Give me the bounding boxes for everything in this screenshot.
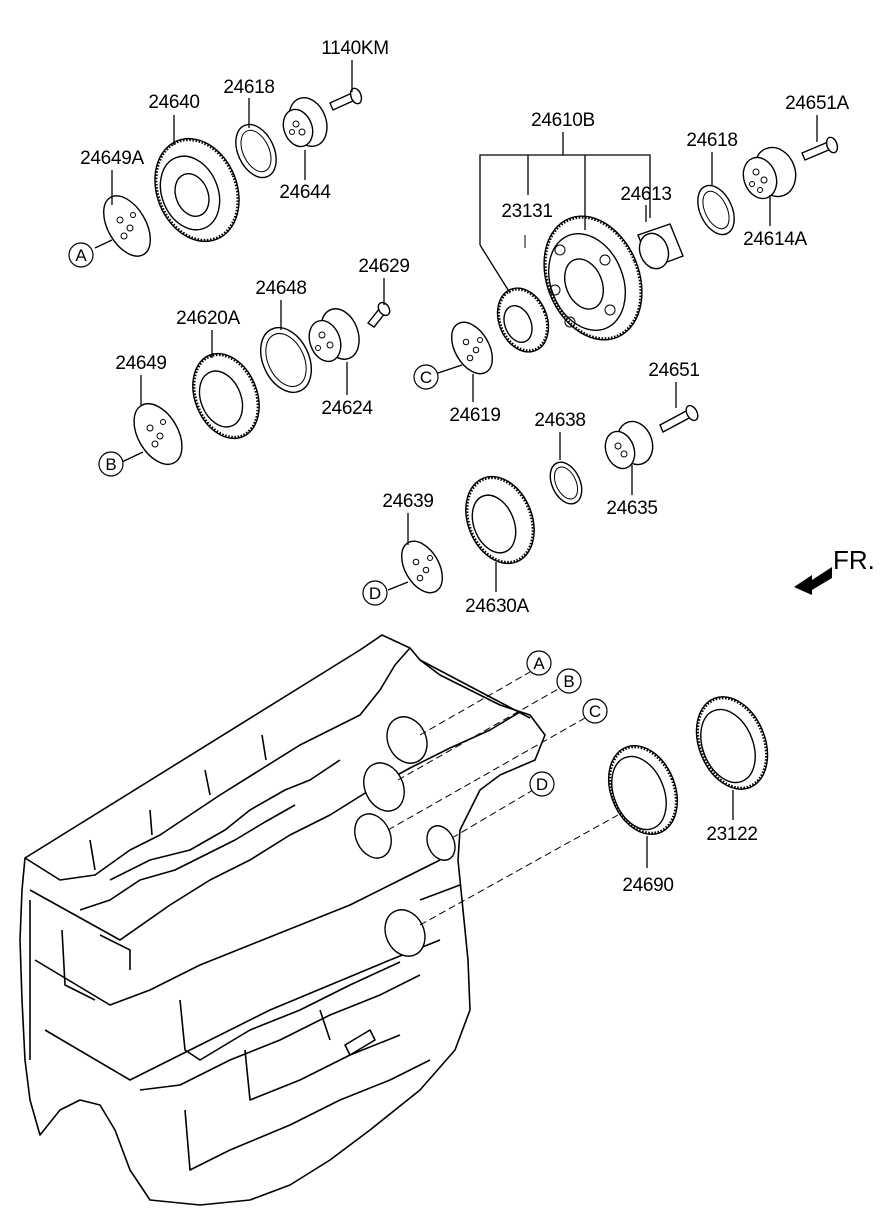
gear-24610B: [543, 215, 643, 341]
ring-gear-24690: [607, 744, 679, 836]
svg-text:C: C: [589, 702, 601, 721]
gear-23131: [496, 235, 550, 353]
label-24629: 24629: [358, 256, 409, 277]
block-openings: [354, 716, 456, 957]
bolt-24651: [659, 404, 699, 433]
label-24638: 24638: [534, 410, 585, 431]
hub-24635: [604, 420, 654, 470]
label-24620A: 24620A: [176, 308, 240, 329]
gear-24620A: [192, 352, 260, 440]
hub-24624: [308, 308, 360, 363]
label-24648: 24648: [255, 278, 306, 299]
label-24649: 24649: [115, 353, 166, 374]
bolt-24629: [366, 301, 391, 328]
svg-text:A: A: [533, 654, 545, 673]
label-24651A: 24651A: [785, 93, 849, 114]
hub-24644: [282, 97, 328, 148]
ref-circle-B-block: B: [556, 668, 582, 694]
svg-text:C: C: [420, 368, 432, 387]
label-24635: 24635: [606, 498, 657, 519]
ring-24618-top: [235, 123, 277, 179]
label-24618-right: 24618: [686, 130, 737, 151]
label-23131: 23131: [501, 201, 552, 222]
label-24644: 24644: [279, 182, 331, 203]
plate-24619: [450, 321, 494, 375]
plate-24649A: [102, 195, 152, 257]
ring-gear-23122: [695, 696, 769, 790]
ref-circle-B-left: B: [98, 451, 124, 477]
ref-circle-C-block: C: [582, 698, 608, 724]
label-24624: 24624: [321, 398, 373, 419]
label-24651: 24651: [648, 360, 699, 381]
ring-24638: [549, 461, 583, 505]
arrow-icon: [794, 567, 832, 595]
svg-text:A: A: [75, 246, 87, 265]
label-24618-top: 24618: [223, 77, 274, 98]
ref-circle-A-block: A: [526, 650, 552, 676]
svg-text:D: D: [369, 584, 381, 603]
front-label: FR.: [833, 545, 875, 575]
svg-text:D: D: [536, 775, 548, 794]
label-24630A: 24630A: [465, 596, 529, 617]
ring-24618-right: [697, 184, 735, 236]
front-direction-indicator: FR.: [794, 545, 875, 595]
svg-text:B: B: [105, 455, 116, 474]
bolt-24651A: [801, 136, 839, 161]
engine-block: [19, 634, 546, 1206]
dashed-leaders: [387, 671, 619, 926]
leader-lines: [94, 60, 818, 868]
plate-24639: [400, 540, 444, 594]
label-24613: 24613: [620, 184, 671, 205]
label-24649A: 24649A: [80, 148, 144, 169]
label-24614A: 24614A: [743, 229, 807, 250]
label-23122: 23122: [706, 824, 757, 845]
bushing-24613: [637, 223, 684, 270]
label-24640: 24640: [148, 92, 199, 113]
label-24690: 24690: [622, 875, 673, 896]
ref-circle-C-mid: C: [413, 364, 439, 390]
label-24619: 24619: [449, 405, 500, 426]
gear-24630A: [465, 475, 535, 565]
plate-24649: [133, 403, 183, 465]
ring-24648: [259, 326, 313, 394]
label-1140KM: 1140KM: [321, 38, 389, 59]
hub-24614A: [742, 146, 797, 200]
svg-text:B: B: [563, 672, 574, 691]
ref-circle-A-top: A: [68, 242, 94, 268]
gear-24640: [154, 137, 240, 243]
ref-circle-D-block: D: [529, 771, 555, 797]
label-24639: 24639: [382, 491, 433, 512]
bolt-1140KM: [329, 87, 363, 111]
label-24610B: 24610B: [531, 110, 595, 131]
ref-circle-D-mid: D: [362, 580, 388, 606]
